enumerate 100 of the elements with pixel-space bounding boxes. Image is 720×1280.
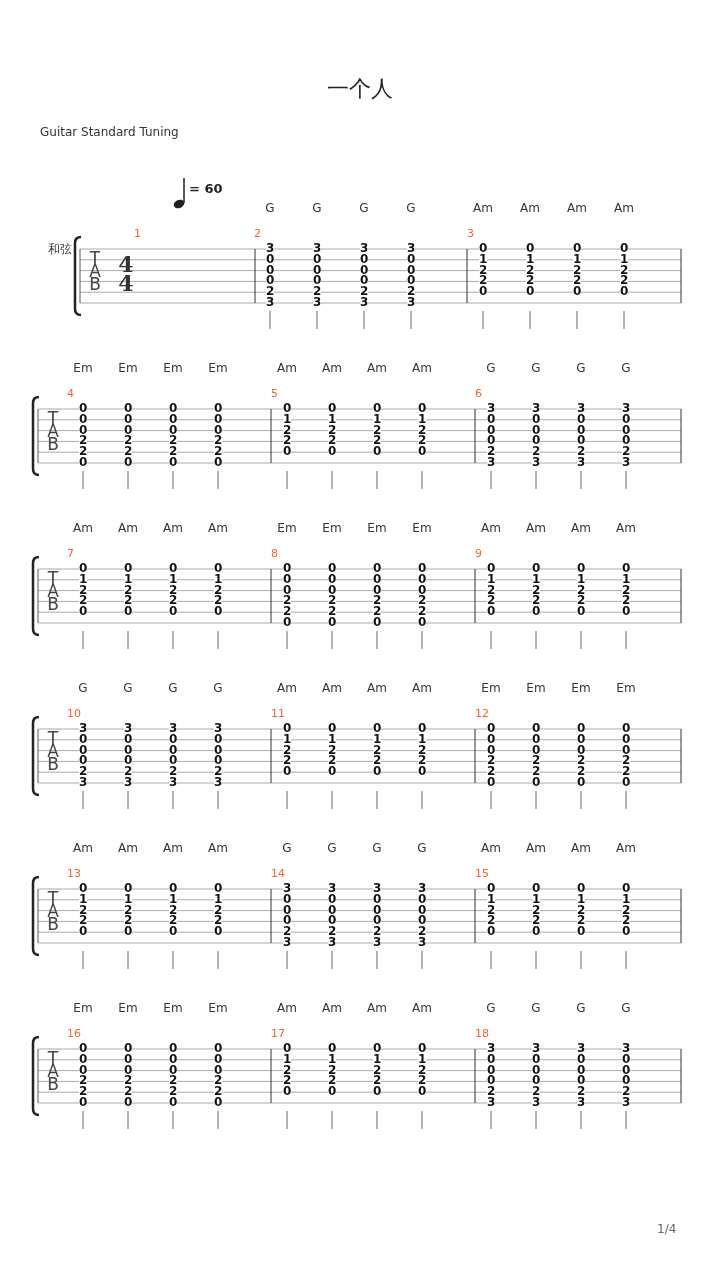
fret-numbers: 0 1 2 2 0	[532, 883, 540, 938]
chord-name: Am	[473, 201, 493, 215]
measure-number: 18	[475, 1027, 489, 1040]
fret-numbers: 0 1 2 2 0	[328, 723, 336, 778]
fret-numbers: 0 1 2 2 0	[373, 403, 381, 458]
fret-numbers: 0 1 2 2 0	[622, 563, 630, 618]
chord-name: Am	[73, 841, 93, 855]
chord-name: Em	[163, 361, 183, 375]
chord-name: Am	[277, 681, 297, 695]
tuning-note: Guitar Standard Tuning	[40, 125, 179, 139]
fret-numbers: 3 0 0 0 2 3	[418, 883, 426, 948]
fret-numbers: 3 0 0 0 2 3	[532, 1043, 540, 1108]
chord-name: G	[213, 681, 223, 695]
fret-numbers: 0 1 2 2 0	[124, 563, 132, 618]
fret-numbers: 0 0 0 2 2 0	[214, 403, 222, 468]
fret-numbers: 3 0 0 0 2 3	[124, 723, 132, 788]
chord-name: G	[372, 841, 382, 855]
chord-name: Am	[481, 521, 501, 535]
song-title: 一个人	[327, 75, 393, 103]
measure-number: 9	[475, 547, 482, 560]
tab-clef: T A B	[47, 412, 59, 451]
measure-number: 5	[271, 387, 278, 400]
chord-name: G	[531, 1001, 541, 1015]
measure-number: 2	[254, 227, 261, 240]
measure-number: 3	[467, 227, 474, 240]
chord-name: Em	[322, 521, 342, 535]
measure-number: 6	[475, 387, 482, 400]
chord-name: G	[486, 1001, 496, 1015]
chord-name: Am	[163, 841, 183, 855]
fret-numbers: 3 0 0 0 2 3	[577, 403, 585, 468]
chord-name: G	[327, 841, 337, 855]
fret-numbers: 0 1 2 2 0	[283, 723, 291, 778]
fret-numbers: 0 1 2 2 0	[418, 723, 426, 778]
time-signature: 4 4	[118, 255, 134, 293]
chord-name: Em	[208, 361, 228, 375]
chord-name: Am	[208, 521, 228, 535]
fret-numbers: 0 1 2 2 0	[283, 1043, 291, 1098]
fret-numbers: 3 0 0 0 2 3	[328, 883, 336, 948]
chord-name: Em	[526, 681, 546, 695]
chord-name: G	[123, 681, 133, 695]
chord-name: Am	[412, 1001, 432, 1015]
chord-name: Em	[73, 1001, 93, 1015]
fret-numbers: 3 0 0 0 2 3	[79, 723, 87, 788]
chord-name: Em	[163, 1001, 183, 1015]
tempo-mark: = 60	[189, 181, 223, 196]
measure-number: 1	[134, 227, 141, 240]
chord-name: G	[78, 681, 88, 695]
fret-numbers: 0 1 2 2 0	[577, 563, 585, 618]
fret-numbers: 0 1 2 2 0	[214, 883, 222, 938]
fret-numbers: 0 0 0 2 2 0	[214, 1043, 222, 1108]
fret-numbers: 0 1 2 2 0	[169, 563, 177, 618]
fret-numbers: 0 1 2 2 0	[526, 243, 534, 298]
chord-name: G	[576, 1001, 586, 1015]
fret-numbers: 3 0 0 0 2 3	[169, 723, 177, 788]
chord-name: Am	[520, 201, 540, 215]
measure-number: 14	[271, 867, 285, 880]
measure-number: 13	[67, 867, 81, 880]
measure-number: 11	[271, 707, 285, 720]
fret-numbers: 0 1 2 2 0	[577, 883, 585, 938]
chord-name: Am	[118, 841, 138, 855]
chord-name: Am	[277, 361, 297, 375]
measure-number: 12	[475, 707, 489, 720]
chord-name: Am	[208, 841, 228, 855]
fret-numbers: 0 0 0 2 2 0	[124, 1043, 132, 1108]
chord-name: G	[576, 361, 586, 375]
tab-clef: T A B	[47, 732, 59, 771]
fret-numbers: 3 0 0 0 2 3	[407, 243, 415, 308]
chord-name: Am	[367, 681, 387, 695]
chord-name: Em	[208, 1001, 228, 1015]
measure-number: 4	[67, 387, 74, 400]
fret-numbers: 3 0 0 0 2 3	[283, 883, 291, 948]
fret-numbers: 0 0 0 2 2 0	[169, 1043, 177, 1108]
fret-numbers: 0 0 0 2 2 0	[79, 1043, 87, 1108]
measure-number: 10	[67, 707, 81, 720]
chord-name: G	[417, 841, 427, 855]
fret-numbers: 0 0 0 2 2 0	[418, 563, 426, 628]
chord-name: Am	[412, 361, 432, 375]
fret-numbers: 0 1 2 2 0	[79, 883, 87, 938]
fret-numbers: 0 0 0 2 2 0	[124, 403, 132, 468]
chord-name: Am	[73, 521, 93, 535]
chord-name: Am	[571, 841, 591, 855]
measure-number: 8	[271, 547, 278, 560]
chord-name: G	[621, 1001, 631, 1015]
fret-numbers: 0 0 0 2 2 0	[79, 403, 87, 468]
chord-name: Em	[616, 681, 636, 695]
fret-numbers: 0 1 2 2 0	[573, 243, 581, 298]
chord-name: G	[531, 361, 541, 375]
fret-numbers: 3 0 0 0 2 3	[266, 243, 274, 308]
fret-numbers: 3 0 0 0 2 3	[532, 403, 540, 468]
chord-name: G	[168, 681, 178, 695]
fret-numbers: 0 1 2 2 0	[620, 243, 628, 298]
chord-name: Em	[367, 521, 387, 535]
chord-name: Am	[322, 361, 342, 375]
chord-name: G	[621, 361, 631, 375]
fret-numbers: 0 1 2 2 0	[328, 1043, 336, 1098]
chord-name: Em	[277, 521, 297, 535]
fret-numbers: 0 1 2 2 0	[373, 723, 381, 778]
chord-name: G	[359, 201, 369, 215]
measure-number: 16	[67, 1027, 81, 1040]
chord-name: G	[312, 201, 322, 215]
